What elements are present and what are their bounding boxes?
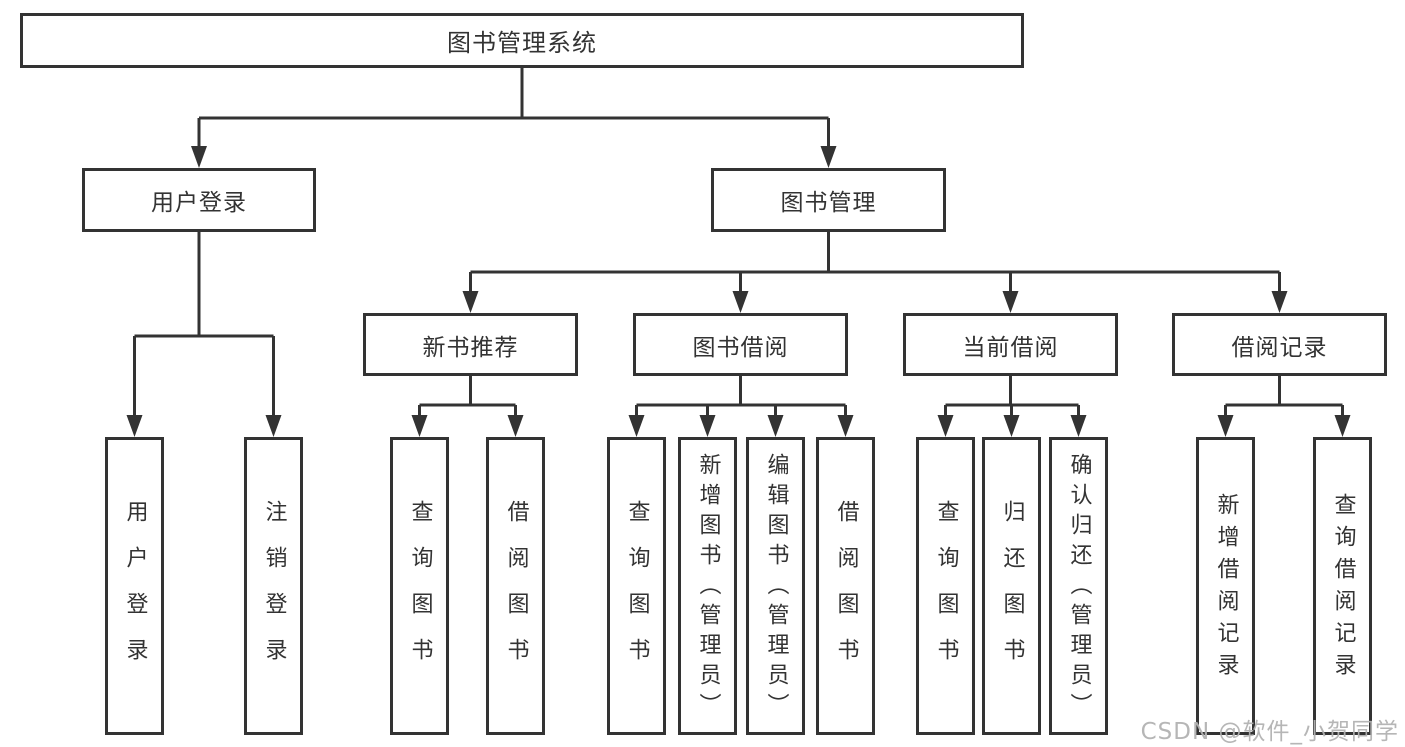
node-borrowing-records: 借阅记录 xyxy=(1172,313,1387,376)
arrowhead xyxy=(126,415,143,437)
connector-root-to-level2 xyxy=(197,68,830,150)
node-query-borrow-record: 查询借阅记录 xyxy=(1313,437,1372,735)
connector-book-management-to-level3 xyxy=(469,232,1281,294)
arrowhead xyxy=(820,146,837,168)
node-query-books-borrowing: 查询图书 xyxy=(607,437,666,735)
node-return-books: 归还图书 xyxy=(982,437,1041,735)
node-confirm-return-admin: 确认归还（管理员） xyxy=(1049,437,1108,735)
arrowhead xyxy=(462,291,479,313)
arrowhead xyxy=(507,415,524,437)
connector-user-login-to-children xyxy=(133,232,275,418)
node-current-borrowing: 当前借阅 xyxy=(903,313,1118,376)
arrowhead xyxy=(1002,291,1019,313)
arrowhead xyxy=(837,415,854,437)
node-library-management-system: 图书管理系统 xyxy=(20,13,1024,68)
connector-group xyxy=(133,68,1344,418)
node-logout-action: 注销登录 xyxy=(244,437,303,735)
node-new-book-recommendation: 新书推荐 xyxy=(363,313,578,376)
node-borrow-books-borrowing: 借阅图书 xyxy=(816,437,875,735)
node-add-borrow-record: 新增借阅记录 xyxy=(1196,437,1255,735)
connector-borrowing-records-to-children xyxy=(1224,376,1344,418)
arrowhead xyxy=(411,415,428,437)
arrowhead xyxy=(937,415,954,437)
node-add-book-admin: 新增图书（管理员） xyxy=(678,437,737,735)
node-book-management: 图书管理 xyxy=(711,168,946,232)
arrowhead xyxy=(628,415,645,437)
watermark: CSDN @软件_小贺同学 xyxy=(1140,719,1399,745)
arrowhead xyxy=(265,415,282,437)
node-query-books-current: 查询图书 xyxy=(916,437,975,735)
arrowheads xyxy=(126,146,1351,437)
arrowhead xyxy=(1217,415,1234,437)
arrowhead xyxy=(1070,415,1087,437)
arrowhead xyxy=(732,291,749,313)
connector-book-borrowing-to-children xyxy=(635,376,847,418)
node-book-borrowing: 图书借阅 xyxy=(633,313,848,376)
connector-new-book-recommendation-to-children xyxy=(418,376,517,418)
node-user-login: 用户登录 xyxy=(82,168,316,232)
node-edit-book-admin: 编辑图书（管理员） xyxy=(746,437,805,735)
arrowhead xyxy=(767,415,784,437)
connector-current-borrowing-to-children xyxy=(944,376,1080,418)
arrowhead xyxy=(699,415,716,437)
arrowhead xyxy=(1271,291,1288,313)
arrowhead xyxy=(1334,415,1351,437)
node-query-books-recommend: 查询图书 xyxy=(390,437,449,735)
arrowhead xyxy=(1003,415,1020,437)
node-borrow-books-recommend: 借阅图书 xyxy=(486,437,545,735)
node-user-login-action: 用户登录 xyxy=(105,437,164,735)
arrowhead xyxy=(191,146,207,168)
